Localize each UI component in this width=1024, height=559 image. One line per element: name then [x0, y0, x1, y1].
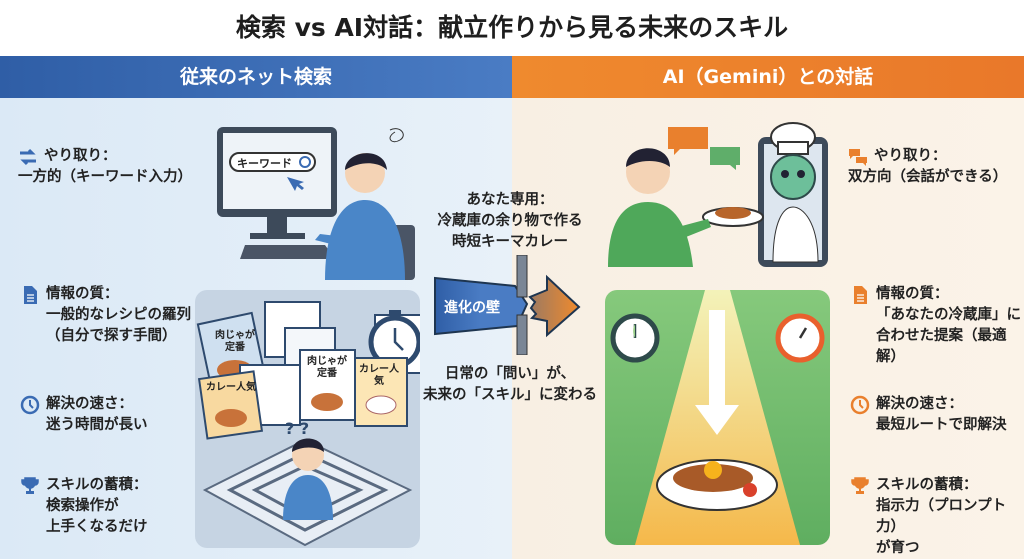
- right-item-skill: スキルの蓄積： 指示力（プロンプト力） が育つ: [850, 475, 1024, 559]
- chat-bubble: [668, 127, 708, 155]
- wall-label: 進化の壁: [444, 299, 500, 316]
- trophy-icon: [851, 476, 869, 494]
- left-item-interaction: やり取り： 一方的（キーワード入力）: [18, 148, 192, 185]
- keema-curry-plate: [656, 459, 778, 511]
- left-item-quality: 情報の質： 一般的なレシピの羅列 （自分で探す手間）: [20, 284, 191, 347]
- left-header: 従来のネット検索: [0, 56, 512, 98]
- chat-bubbles-icon: [849, 148, 867, 166]
- bottom-caption: 日常の「問い」が、 未来の「スキル」に変わる: [423, 366, 597, 403]
- ai-chef-illustration: [608, 122, 828, 267]
- computer-search-illustration: キーワード: [217, 127, 415, 280]
- arrows-exchange-icon: [20, 148, 36, 165]
- page-title: 検索 vs AI対話：献立作りから見る未来のスキル: [0, 0, 1024, 56]
- svg-text:? ?: ? ?: [285, 419, 309, 438]
- confused-person: ? ?: [283, 419, 333, 520]
- stopwatch-icon: [610, 313, 660, 363]
- right-item-speed: 解決の速さ： 最短ルートで即解決: [850, 394, 1007, 436]
- down-arrow: [695, 310, 739, 435]
- clock-icon: [20, 395, 40, 414]
- clock-icon: [850, 395, 870, 414]
- book-3: 肉じゃが定番: [307, 356, 347, 379]
- timer-icon: [775, 313, 825, 363]
- search-box-text: キーワード: [237, 157, 292, 170]
- book-4-cover: [354, 357, 408, 427]
- maze-illustration: ? ?: [196, 301, 420, 547]
- cursor-icon: [287, 177, 304, 191]
- evolution-wall-arrow: 進化の壁: [434, 255, 581, 355]
- left-item-skill: スキルの蓄積： 検索操作が 上手くなるだけ: [20, 475, 148, 538]
- dish-caption: あなた専用： 冷蔵庫の余り物で作る 時短キーマカレー: [437, 192, 583, 250]
- trophy-icon: [21, 476, 39, 494]
- right-item-interaction: やり取り： 双方向（会話ができる）: [848, 148, 1008, 185]
- document-icon: [24, 285, 37, 304]
- solution-illustration: [610, 290, 825, 545]
- document-icon: [854, 285, 867, 304]
- left-item-speed: 解決の速さ： 迷う時間が長い: [20, 394, 148, 436]
- book-3-cover: [299, 349, 356, 421]
- right-item-quality: 情報の質： 「あなたの冷蔵庫」に 合わせた提案（最適解）: [850, 284, 1024, 368]
- right-header: AI（Gemini）との対話: [512, 56, 1024, 98]
- chat-bubble: [710, 147, 740, 170]
- book-1: 肉じゃが定番: [215, 330, 255, 353]
- book-2: カレー人気: [206, 382, 256, 393]
- book-2-cover: [197, 370, 264, 440]
- book-4: カレー人気: [359, 364, 399, 387]
